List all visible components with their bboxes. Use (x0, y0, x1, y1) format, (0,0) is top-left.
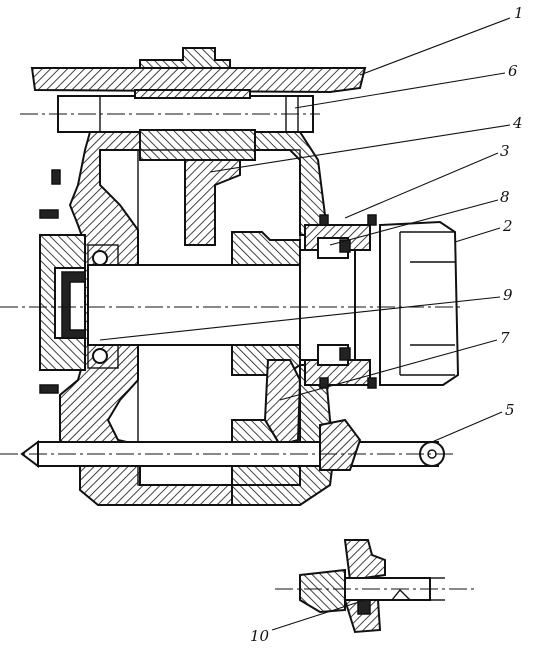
top-flange (30, 47, 367, 94)
right-bearing (304, 224, 371, 386)
callouts: 1 6 4 3 8 2 9 7 5 10 (250, 4, 524, 645)
callout-7: 7 (500, 329, 510, 347)
callout-6: 6 (508, 62, 518, 80)
upper-shaft (57, 89, 314, 161)
leader-lines (99, 17, 511, 631)
callout-3: 3 (500, 142, 510, 160)
callout-8: 8 (500, 188, 510, 206)
callout-4: 4 (512, 114, 523, 132)
callout-5: 5 (505, 401, 515, 419)
detail-10 (299, 539, 445, 634)
left-bearing (39, 234, 119, 371)
callout-2: 2 (502, 217, 513, 235)
callout-1: 1 (514, 4, 524, 22)
callout-9: 9 (503, 286, 513, 304)
end-cap (379, 220, 460, 386)
center-lines (0, 113, 475, 590)
callout-10: 10 (250, 627, 270, 645)
fasteners (39, 169, 377, 394)
main-shaft (87, 249, 356, 361)
